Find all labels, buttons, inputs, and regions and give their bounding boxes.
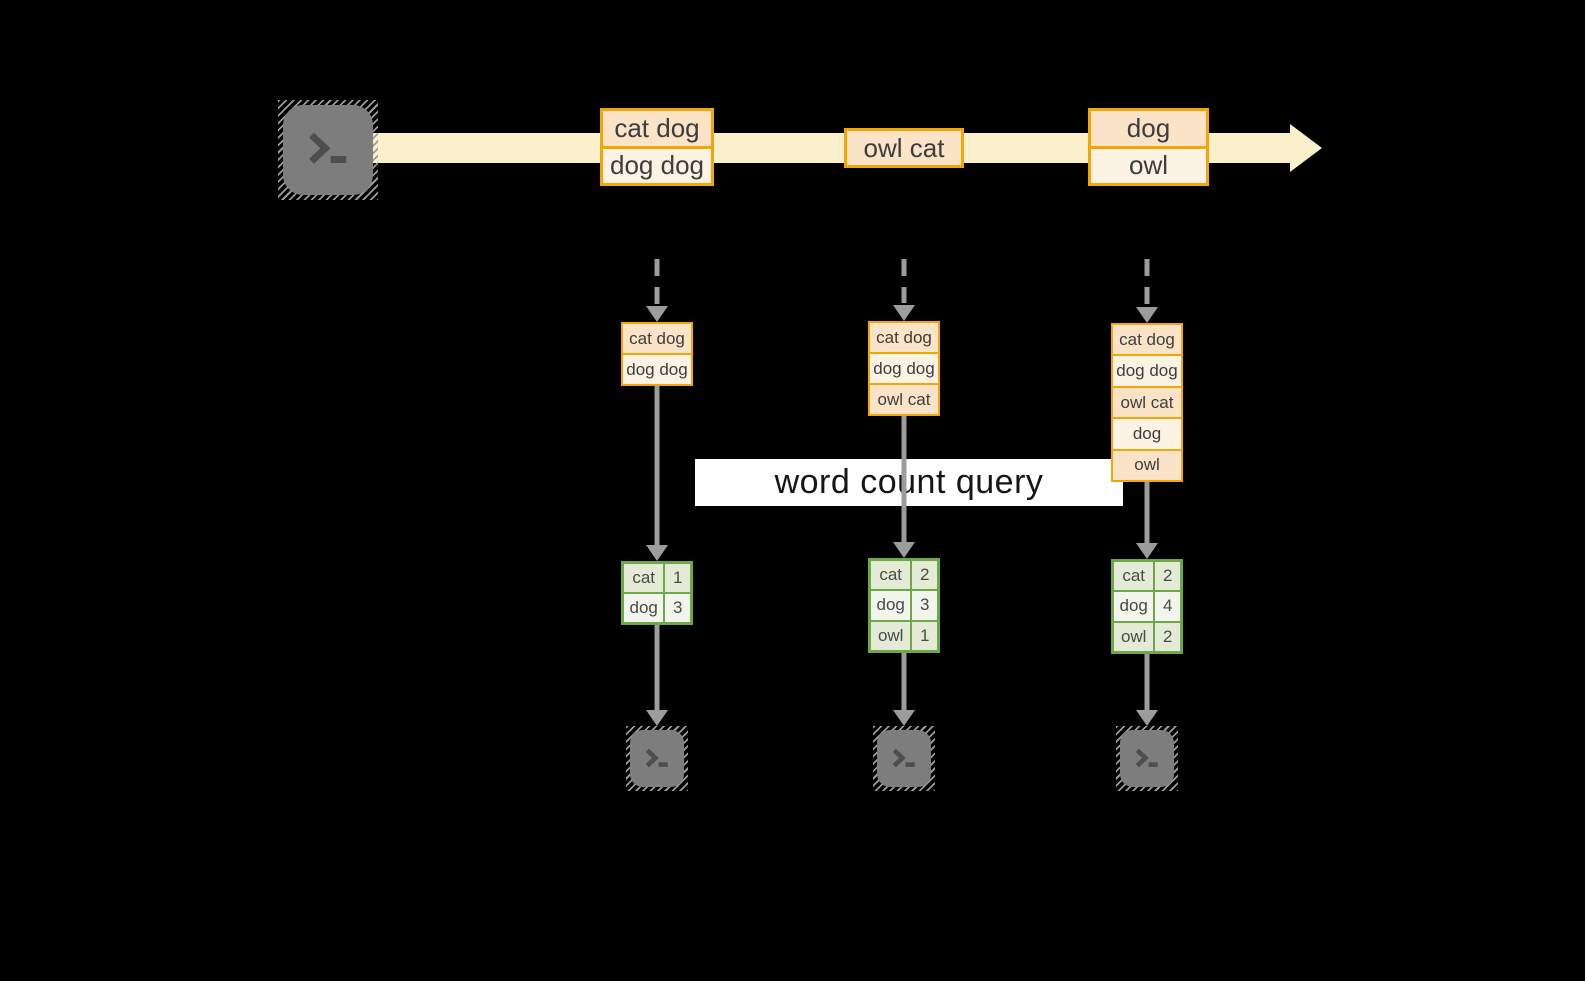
- word-cell: cat: [624, 564, 666, 592]
- sink-arrow-column-3: [1136, 654, 1158, 726]
- count-cell: 3: [665, 594, 690, 622]
- table-row: dog 4: [1114, 590, 1180, 621]
- query-arrow-column-1: [646, 386, 668, 561]
- word-cell: cat: [1114, 562, 1156, 591]
- event-box-2: owl cat: [844, 128, 964, 168]
- state-box-3: cat dog dog dog owl cat dog owl: [1111, 323, 1183, 482]
- count-cell: 2: [912, 561, 937, 590]
- word-cell: owl: [1114, 622, 1156, 651]
- word-cell: cat: [871, 561, 913, 590]
- sink-terminal-icon-2: [873, 726, 935, 791]
- query-arrow-column-2: [893, 416, 915, 558]
- state-row: cat dog: [870, 323, 938, 352]
- state-box-2: cat dog dog dog owl cat: [868, 321, 940, 416]
- source-terminal-icon: [278, 100, 378, 200]
- dashed-arrow-column-1: [646, 259, 668, 322]
- count-cell: 1: [912, 621, 937, 650]
- stream-arrowhead-icon: [1290, 124, 1322, 172]
- table-row: cat 2: [1114, 562, 1180, 591]
- count-table-2: cat 2 dog 3 owl 1: [868, 558, 940, 653]
- terminal-prompt-icon: [309, 132, 347, 164]
- table-row: dog 3: [624, 592, 690, 622]
- event-box-1: cat dog dog dog: [600, 108, 714, 186]
- event-line: owl cat: [847, 131, 961, 165]
- state-row: dog dog: [870, 352, 938, 383]
- event-box-3: dog owl: [1088, 108, 1209, 186]
- table-row: owl 2: [1114, 620, 1180, 651]
- state-row: dog: [1113, 417, 1181, 449]
- query-label-text: word count query: [774, 463, 1044, 501]
- count-cell: 1: [665, 564, 690, 592]
- sink-terminal-icon-1: [626, 726, 688, 791]
- count-table-1: cat 1 dog 3: [621, 561, 693, 625]
- count-cell: 2: [1155, 562, 1180, 591]
- state-box-1: cat dog dog dog: [621, 322, 693, 386]
- state-row: cat dog: [623, 324, 691, 353]
- state-row: owl: [1113, 448, 1181, 481]
- count-table-3: cat 2 dog 4 owl 2: [1111, 559, 1183, 654]
- sink-terminal-icon-3: [1116, 726, 1178, 791]
- terminal-prompt-icon: [1135, 748, 1158, 767]
- dashed-arrow-column-3: [1136, 259, 1158, 323]
- sink-arrow-column-1: [646, 625, 668, 726]
- word-cell: owl: [871, 621, 913, 650]
- dashed-arrow-column-2: [893, 259, 915, 321]
- word-count-query-label: word count query: [695, 459, 1123, 506]
- event-line: owl: [1091, 145, 1206, 183]
- terminal-screen: [1120, 730, 1174, 787]
- count-cell: 3: [912, 591, 937, 620]
- terminal-prompt-icon: [892, 748, 915, 767]
- table-row: cat 2: [871, 561, 937, 590]
- sink-arrow-column-2: [893, 653, 915, 726]
- state-row: dog dog: [1113, 354, 1181, 386]
- event-line: cat dog: [603, 111, 711, 146]
- state-row: dog dog: [623, 353, 691, 384]
- state-row: owl cat: [1113, 385, 1181, 418]
- terminal-screen: [630, 730, 684, 787]
- table-row: cat 1: [624, 564, 690, 592]
- table-row: owl 1: [871, 619, 937, 650]
- terminal-screen: [877, 730, 931, 787]
- event-line: dog dog: [603, 145, 711, 183]
- word-cell: dog: [871, 591, 913, 620]
- state-row: owl cat: [870, 383, 938, 414]
- state-row: cat dog: [1113, 325, 1181, 355]
- count-cell: 4: [1155, 592, 1180, 621]
- count-cell: 2: [1155, 622, 1180, 651]
- table-row: dog 3: [871, 589, 937, 620]
- terminal-prompt-icon: [645, 748, 668, 767]
- word-cell: dog: [1114, 592, 1156, 621]
- query-arrow-column-3: [1136, 482, 1158, 559]
- terminal-screen: [283, 105, 373, 195]
- event-line: dog: [1091, 111, 1206, 146]
- word-cell: dog: [624, 594, 666, 622]
